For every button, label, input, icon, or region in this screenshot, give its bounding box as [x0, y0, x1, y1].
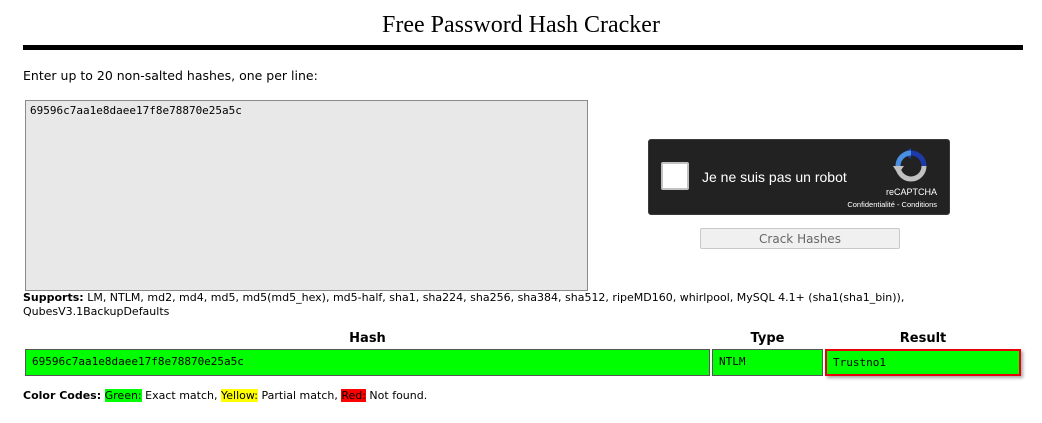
hash-input[interactable]: 69596c7aa1e8daee17f8e78870e25a5c — [25, 100, 588, 291]
instructions-text: Enter up to 20 non-salted hashes, one pe… — [23, 68, 318, 83]
green-code-desc: Exact match, — [141, 389, 221, 402]
supports-list: LM, NTLM, md2, md4, md5, md5(md5_hex), m… — [23, 291, 905, 318]
green-code-swatch: Green: — [104, 389, 142, 402]
crack-hashes-button[interactable]: Crack Hashes — [700, 228, 900, 249]
recaptcha-label: Je ne suis pas un robot — [702, 169, 847, 185]
recaptcha-checkbox[interactable] — [661, 162, 689, 190]
supports-text: Supports: LM, NTLM, md2, md4, md5, md5(m… — [23, 291, 1013, 319]
recaptcha-links: Confidentialité - Conditions — [847, 200, 937, 209]
color-codes-legend: Color Codes: Green: Exact match, Yellow:… — [23, 389, 427, 402]
supports-label: Supports: — [23, 291, 84, 304]
result-row-hash-cell: 69596c7aa1e8daee17f8e78870e25a5c — [25, 349, 710, 376]
recaptcha-brand: reCAPTCHA — [885, 187, 937, 197]
yellow-code-desc: Partial match, — [257, 389, 342, 402]
page-title: Free Password Hash Cracker — [382, 12, 660, 38]
result-row-type-cell: NTLM — [712, 349, 823, 376]
red-code-swatch: Red: — [341, 389, 366, 402]
title-divider — [23, 45, 1023, 50]
hash-column-header: Hash — [349, 331, 386, 346]
yellow-code-swatch: Yellow: — [221, 389, 258, 402]
recaptcha-privacy-link[interactable]: Confidentialité — [847, 200, 895, 209]
result-column-header: Result — [899, 331, 947, 346]
recaptcha-logo-icon — [893, 148, 927, 182]
recaptcha-terms-link[interactable]: Conditions — [901, 200, 937, 209]
result-row-result-cell: Trustno1 — [825, 349, 1021, 376]
recaptcha-widget: Je ne suis pas un robot reCAPTCHA Confid… — [648, 139, 950, 215]
color-codes-label: Color Codes: — [23, 389, 102, 402]
recaptcha-link-separator: - — [894, 200, 902, 209]
type-column-header: Type — [750, 331, 785, 346]
red-code-desc: Not found. — [365, 389, 428, 402]
